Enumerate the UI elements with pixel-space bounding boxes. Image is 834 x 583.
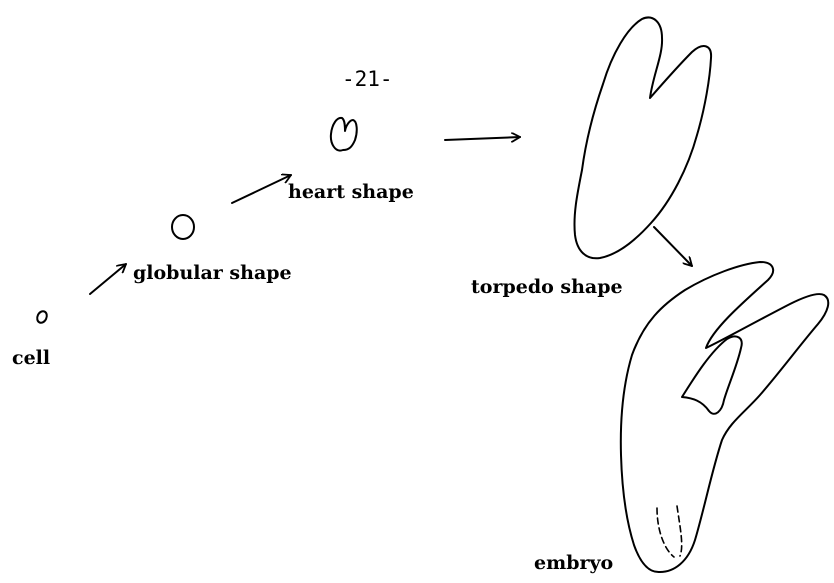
cell-label: cell bbox=[12, 349, 50, 368]
heart-shape-label: heart shape bbox=[288, 183, 414, 202]
cell-shape bbox=[35, 310, 48, 325]
globular-shape bbox=[172, 215, 194, 239]
heart-shape bbox=[331, 118, 357, 151]
embryo-radicle-dashed bbox=[677, 506, 682, 556]
embryo-shape bbox=[621, 262, 828, 572]
arrow-globular-to-heart bbox=[232, 175, 291, 203]
arrow-cell-to-globular bbox=[90, 264, 126, 294]
torpedo-shape-label: torpedo shape bbox=[471, 278, 623, 297]
embryo-radicle-dashed bbox=[657, 508, 674, 557]
page-number: -21- bbox=[342, 69, 393, 90]
embryo-label: embryo bbox=[534, 554, 613, 573]
torpedo-shape bbox=[574, 18, 711, 259]
arrow-torpedo-to-embryo bbox=[654, 227, 692, 266]
arrow-heart-to-torpedo bbox=[445, 137, 520, 140]
embryo-cotyledon-fold bbox=[682, 336, 742, 413]
globular-shape-label: globular shape bbox=[133, 264, 292, 283]
